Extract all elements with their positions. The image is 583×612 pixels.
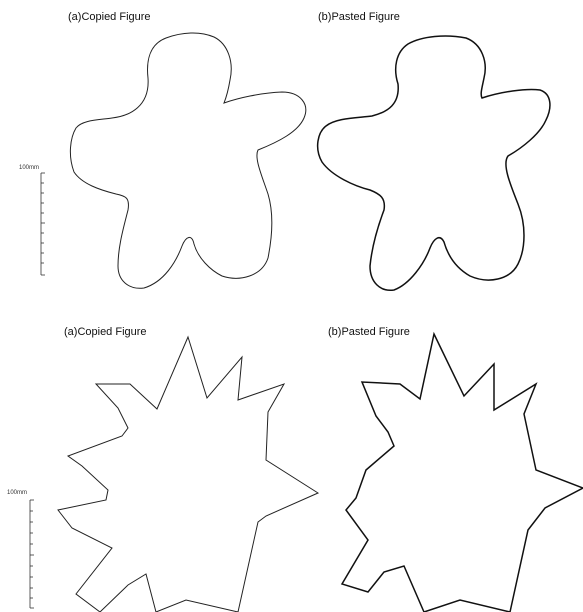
copied-gingerbread-outline — [70, 33, 305, 288]
pasted-star-outline — [342, 334, 583, 612]
pasted-gingerbread-outline — [318, 36, 550, 290]
top-scale-bar — [41, 173, 45, 275]
bottom-scale-bar — [30, 500, 34, 608]
copied-star-outline — [58, 337, 318, 612]
